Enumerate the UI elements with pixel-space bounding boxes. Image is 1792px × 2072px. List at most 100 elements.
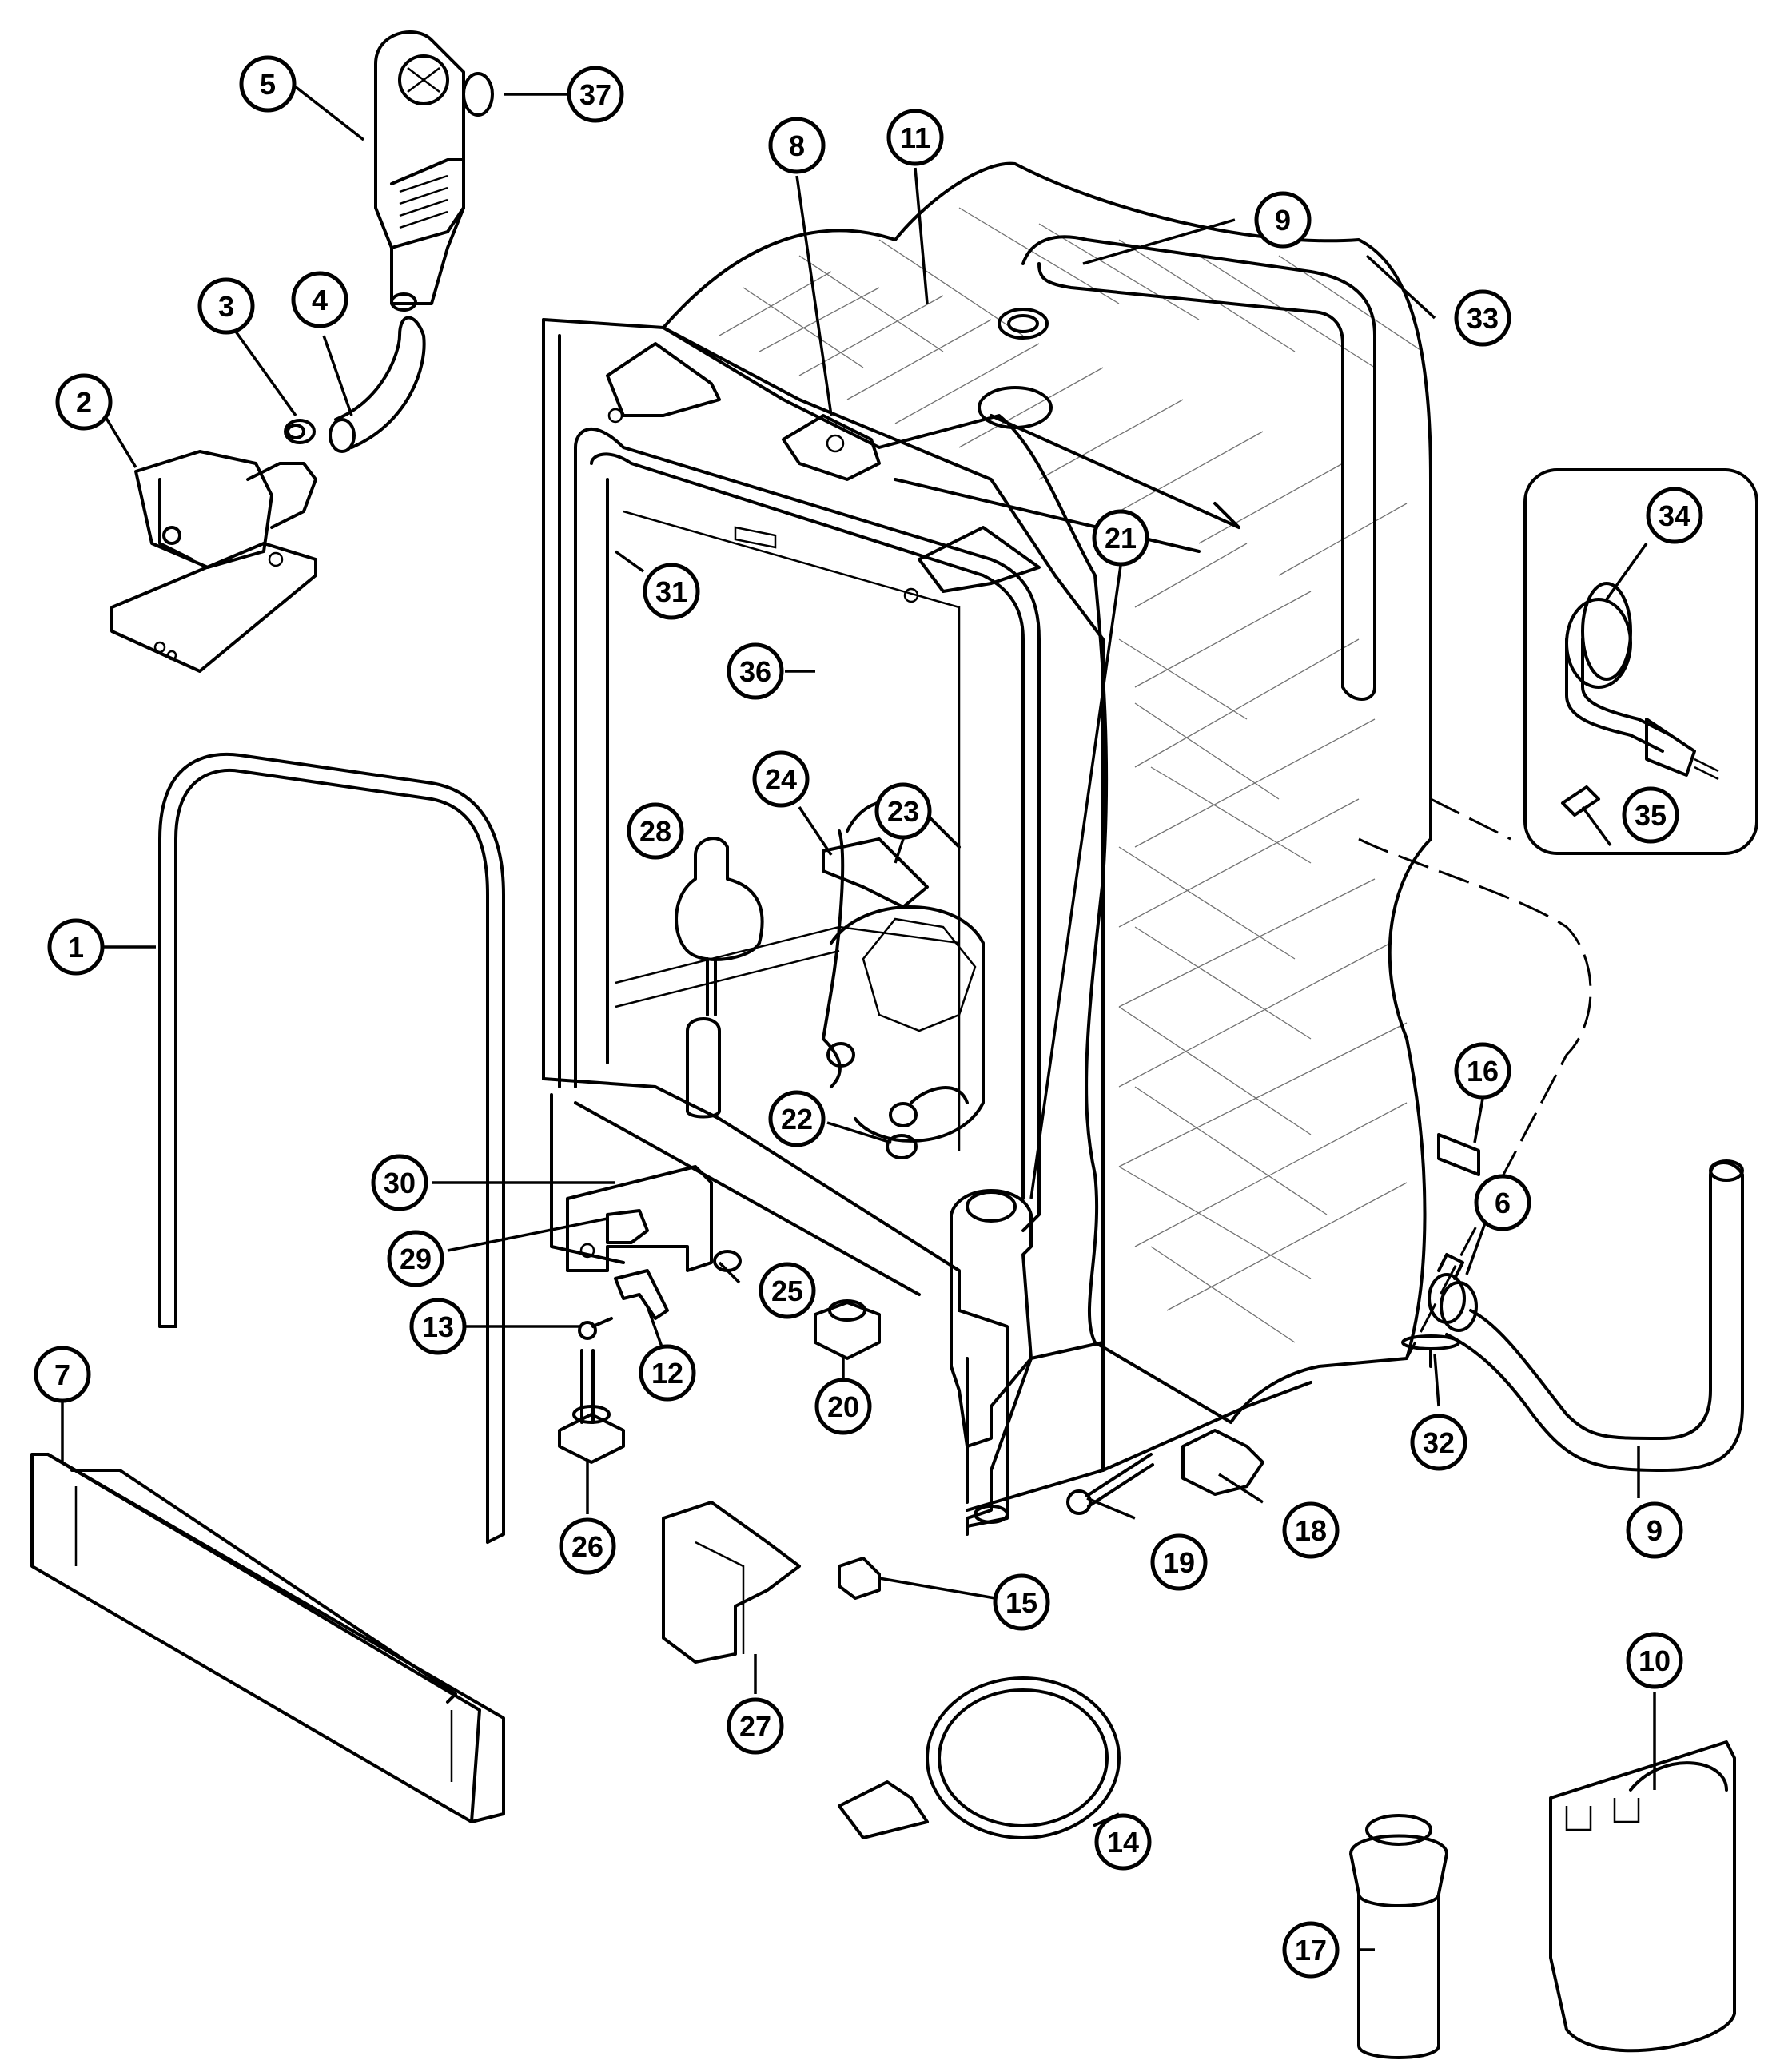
vent-hose-top bbox=[1021, 235, 1376, 701]
wire-bracket bbox=[822, 837, 929, 909]
screw-13 bbox=[578, 1317, 613, 1340]
callout-label: 25 bbox=[771, 1275, 803, 1307]
bolt-19 bbox=[1066, 1453, 1154, 1515]
filter-tube bbox=[1349, 1814, 1448, 2059]
leader-lines bbox=[61, 82, 1656, 1951]
callout-12[interactable]: 12 bbox=[639, 1344, 696, 1402]
callout-11[interactable]: 11 bbox=[886, 109, 944, 166]
hose-clamp-6 bbox=[1428, 1253, 1478, 1332]
callout-9-drain-hose[interactable]: 9 bbox=[1626, 1501, 1683, 1559]
callout-label: 13 bbox=[422, 1310, 454, 1343]
callout-label: 33 bbox=[1467, 302, 1499, 335]
door-gasket bbox=[158, 752, 505, 1544]
callout-17[interactable]: 17 bbox=[1282, 1921, 1340, 1979]
mounting-clip bbox=[614, 1269, 669, 1320]
callout-9-vent-hose[interactable]: 9 bbox=[1254, 191, 1312, 249]
callout-26[interactable]: 26 bbox=[559, 1517, 616, 1575]
callout-label: 2 bbox=[76, 386, 92, 419]
callout-label: 20 bbox=[827, 1390, 859, 1423]
callout-label: 28 bbox=[639, 815, 671, 848]
callout-label: 19 bbox=[1163, 1546, 1195, 1579]
drain-hose-bottom bbox=[1445, 1159, 1744, 1472]
callout-20[interactable]: 20 bbox=[814, 1378, 872, 1435]
callout-5[interactable]: 5 bbox=[239, 55, 297, 113]
callout-13[interactable]: 13 bbox=[409, 1298, 467, 1355]
nut-25 bbox=[713, 1250, 742, 1272]
callout-label: 23 bbox=[887, 795, 919, 828]
callout-label: 24 bbox=[765, 763, 797, 796]
callout-label: 12 bbox=[651, 1357, 683, 1390]
terminal-block bbox=[566, 1165, 713, 1272]
power-cord-inset bbox=[1523, 468, 1758, 855]
callout-label: 8 bbox=[789, 129, 805, 162]
callout-14[interactable]: 14 bbox=[1094, 1813, 1152, 1871]
callout-label: 9 bbox=[1647, 1514, 1663, 1547]
callout-28[interactable]: 28 bbox=[627, 802, 684, 860]
callout-label: 9 bbox=[1275, 204, 1291, 237]
callout-24[interactable]: 24 bbox=[752, 750, 810, 808]
callout-25[interactable]: 25 bbox=[759, 1262, 816, 1319]
callout-31[interactable]: 31 bbox=[643, 563, 700, 620]
water-inlet-valve bbox=[110, 450, 317, 673]
grommet bbox=[886, 1134, 918, 1159]
drain-shroud bbox=[1549, 1740, 1736, 2053]
callout-19[interactable]: 19 bbox=[1150, 1533, 1208, 1591]
callout-2[interactable]: 2 bbox=[55, 373, 113, 431]
float-switch bbox=[675, 837, 764, 1119]
callout-label: 21 bbox=[1105, 522, 1137, 555]
callout-36[interactable]: 36 bbox=[727, 642, 784, 700]
callout-label: 3 bbox=[218, 290, 234, 323]
callout-label: 16 bbox=[1467, 1055, 1499, 1088]
callout-16[interactable]: 16 bbox=[1454, 1042, 1511, 1100]
fill-hose-4 bbox=[329, 316, 426, 453]
callout-label: 5 bbox=[260, 68, 276, 101]
callout-label: 11 bbox=[900, 121, 930, 154]
callout-1[interactable]: 1 bbox=[47, 918, 105, 976]
callout-label: 30 bbox=[384, 1167, 416, 1199]
callout-34[interactable]: 34 bbox=[1646, 487, 1703, 544]
nut-20 bbox=[814, 1299, 881, 1360]
callout-label: 37 bbox=[579, 78, 611, 111]
callout-22[interactable]: 22 bbox=[768, 1090, 826, 1147]
callout-label: 17 bbox=[1295, 1934, 1327, 1967]
callout-18[interactable]: 18 bbox=[1282, 1501, 1340, 1559]
hose-clamp-3 bbox=[284, 419, 316, 444]
callout-37[interactable]: 37 bbox=[567, 66, 624, 123]
callout-6[interactable]: 6 bbox=[1474, 1174, 1531, 1231]
detergent-box bbox=[662, 1501, 801, 1664]
callout-4[interactable]: 4 bbox=[291, 271, 348, 328]
drain-tube bbox=[950, 1189, 1033, 1448]
callout-label: 26 bbox=[571, 1530, 603, 1563]
callout-label: 32 bbox=[1423, 1426, 1455, 1459]
callout-label: 22 bbox=[781, 1103, 813, 1135]
grommet-15 bbox=[838, 1557, 881, 1600]
callout-23[interactable]: 23 bbox=[874, 782, 932, 840]
callout-label: 14 bbox=[1107, 1826, 1139, 1859]
callout-label: 1 bbox=[68, 931, 84, 964]
callout-21[interactable]: 21 bbox=[1092, 509, 1149, 567]
callout-label: 27 bbox=[739, 1710, 771, 1743]
plug-32 bbox=[1401, 1334, 1460, 1368]
callout-7[interactable]: 7 bbox=[34, 1346, 91, 1403]
callout-label: 35 bbox=[1635, 799, 1667, 832]
part-drawings bbox=[30, 30, 1758, 2059]
callout-30[interactable]: 30 bbox=[371, 1154, 428, 1211]
callout-15[interactable]: 15 bbox=[993, 1573, 1050, 1631]
callout-label: 18 bbox=[1295, 1514, 1327, 1547]
callout-3[interactable]: 3 bbox=[197, 277, 255, 335]
label-16 bbox=[1437, 1133, 1480, 1176]
callout-10[interactable]: 10 bbox=[1626, 1632, 1683, 1689]
callout-label: 31 bbox=[655, 575, 687, 608]
callout-29[interactable]: 29 bbox=[387, 1230, 444, 1287]
bracket-18 bbox=[1181, 1429, 1264, 1496]
callout-8[interactable]: 8 bbox=[768, 117, 826, 174]
leveling-leg bbox=[558, 1349, 625, 1464]
callout-32[interactable]: 32 bbox=[1410, 1414, 1467, 1471]
callout-27[interactable]: 27 bbox=[727, 1697, 784, 1755]
callout-33[interactable]: 33 bbox=[1454, 289, 1511, 347]
callout-label: 7 bbox=[54, 1358, 70, 1391]
callout-35[interactable]: 35 bbox=[1622, 786, 1679, 844]
callout-label: 4 bbox=[312, 284, 328, 316]
callout-label: 10 bbox=[1639, 1644, 1671, 1677]
